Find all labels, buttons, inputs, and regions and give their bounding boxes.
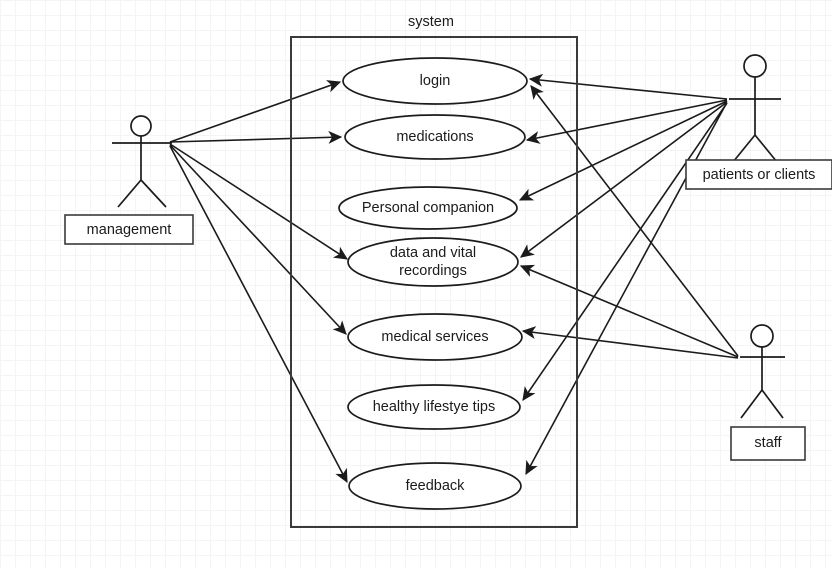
actor-head-icon [743, 54, 767, 78]
use-case-label: feedback [406, 478, 466, 494]
use-case-feedback[interactable]: feedback [348, 462, 522, 510]
association-patients-or-clients-to-healthy-lifestye-tips[interactable] [522, 102, 728, 401]
association-patients-or-clients-to-data-and-vital-recordings[interactable] [520, 101, 728, 258]
system-boundary: system [290, 14, 578, 528]
association-management-to-feedback[interactable] [169, 145, 348, 484]
use-case-label: Personal companion [362, 200, 494, 216]
actor-head-icon [750, 324, 774, 348]
use-case-label: data and vital [390, 245, 476, 261]
association-patients-or-clients-to-login[interactable] [528, 73, 728, 100]
use-case-ellipse [347, 313, 523, 361]
actor-label: management [87, 222, 172, 238]
association-staff-to-login[interactable] [530, 85, 739, 357]
actor-staff[interactable]: staff [730, 324, 806, 461]
association-patients-or-clients-to-personal-companion[interactable] [518, 100, 728, 201]
use-case-medical-services[interactable]: medical services [347, 313, 523, 361]
association-management-to-medical-services[interactable] [169, 144, 347, 335]
actor-label: patients or clients [703, 167, 816, 183]
actor-right-leg-icon [140, 179, 167, 208]
association-management-to-medications[interactable] [169, 130, 343, 144]
actor-label-box [685, 159, 832, 190]
use-case-label: medical services [381, 329, 488, 345]
use-case-login[interactable]: login [342, 57, 528, 105]
use-case-ellipse [338, 186, 518, 230]
use-case-ellipse [344, 114, 526, 160]
actor-nodes: management patients or clients staff [64, 54, 832, 461]
actor-head-icon [130, 115, 152, 137]
use-case-ellipse [348, 462, 522, 510]
association-management-to-login[interactable] [169, 80, 342, 143]
use-case-ellipse [347, 237, 519, 287]
actor-left-leg-icon [732, 134, 756, 163]
actor-patients-or-clients[interactable]: patients or clients [685, 54, 832, 190]
use-case-label: medications [396, 129, 473, 145]
use-case-data-and-vital-recordings[interactable]: data and vital recordings [347, 237, 519, 287]
actor-label-box [64, 214, 194, 245]
association-staff-to-medical-services[interactable] [521, 326, 739, 359]
use-case-healthy-lifestye-tips[interactable]: healthy lifestye tips [347, 384, 521, 430]
actor-right-leg-icon [761, 389, 784, 419]
use-case-personal-companion[interactable]: Personal companion [338, 186, 518, 230]
use-case-ellipse [347, 384, 521, 430]
actor-label: staff [754, 435, 782, 451]
actor-label-box [730, 426, 806, 461]
use-case-ellipse [342, 57, 528, 105]
use-case-label: healthy lifestye tips [373, 399, 496, 415]
system-boundary-label: system [408, 14, 454, 30]
association-staff-to-data-and-vital-recordings[interactable] [519, 264, 739, 358]
use-case-medications[interactable]: medications [344, 114, 526, 160]
actor-management[interactable]: management [64, 115, 194, 245]
association-patients-or-clients-to-medications[interactable] [525, 99, 728, 144]
actor-left-leg-icon [740, 389, 763, 419]
actor-right-leg-icon [754, 134, 778, 163]
use-case-label: login [420, 73, 451, 89]
association-management-to-data-and-vital-recordings[interactable] [169, 143, 349, 260]
system-boundary-rect [290, 36, 578, 528]
use-case-label: recordings [399, 263, 467, 279]
actor-left-leg-icon [117, 179, 142, 208]
